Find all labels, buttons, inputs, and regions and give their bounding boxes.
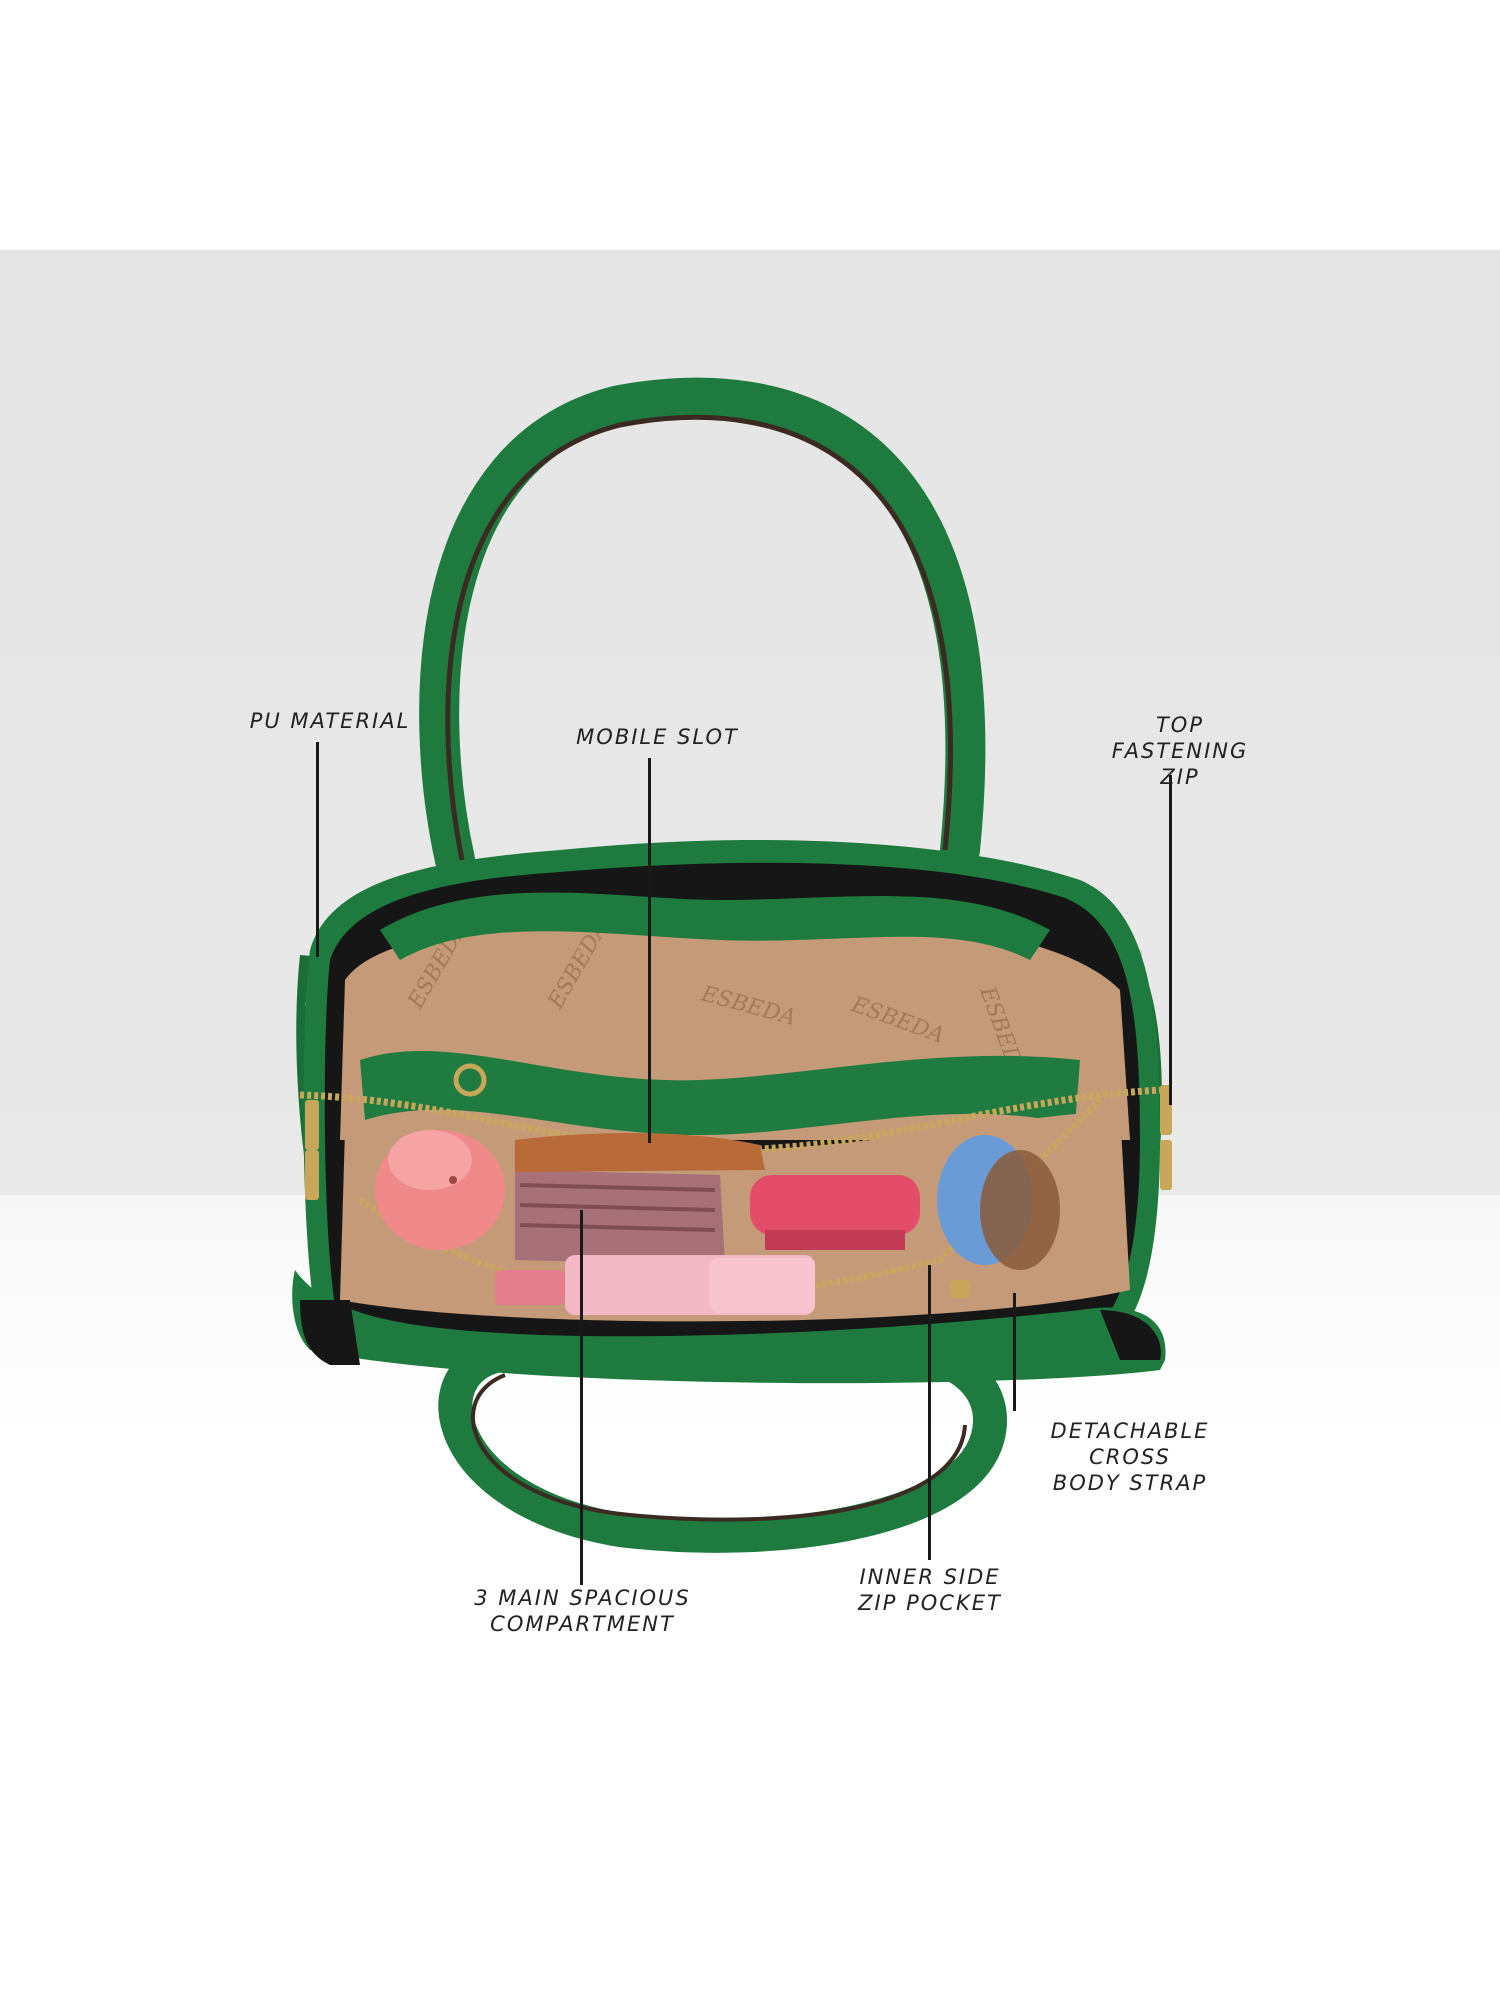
callout-mobile-slot: MOBILE SLOT [576, 725, 739, 749]
back-handle [419, 377, 986, 880]
leader-cross-strap [1013, 1293, 1016, 1411]
leader-main-compartment [580, 1210, 583, 1585]
middle-divider [360, 1050, 1080, 1135]
top-zip [299, 1086, 1161, 1154]
callout-cross-strap: DETACHABLE CROSS BODY STRAP [1050, 1419, 1210, 1495]
callout-pu-material: PU MATERIAL [249, 709, 411, 733]
leader-pu-material [316, 742, 319, 957]
wallet [515, 1170, 725, 1265]
callout-main-compartment: 3 MAIN SPACIOUS COMPARTMENT [474, 1586, 691, 1636]
makeup-pouch [750, 1175, 920, 1235]
callout-inner-zip: INNER SIDE ZIP POCKET [858, 1565, 1002, 1615]
leader-top-zip [1169, 775, 1172, 1105]
front-handle [438, 1338, 1008, 1553]
leader-mobile-slot [648, 758, 651, 1143]
callout-top-zip: TOP FASTENING ZIP [1111, 713, 1249, 789]
leader-inner-zip [928, 1265, 931, 1560]
